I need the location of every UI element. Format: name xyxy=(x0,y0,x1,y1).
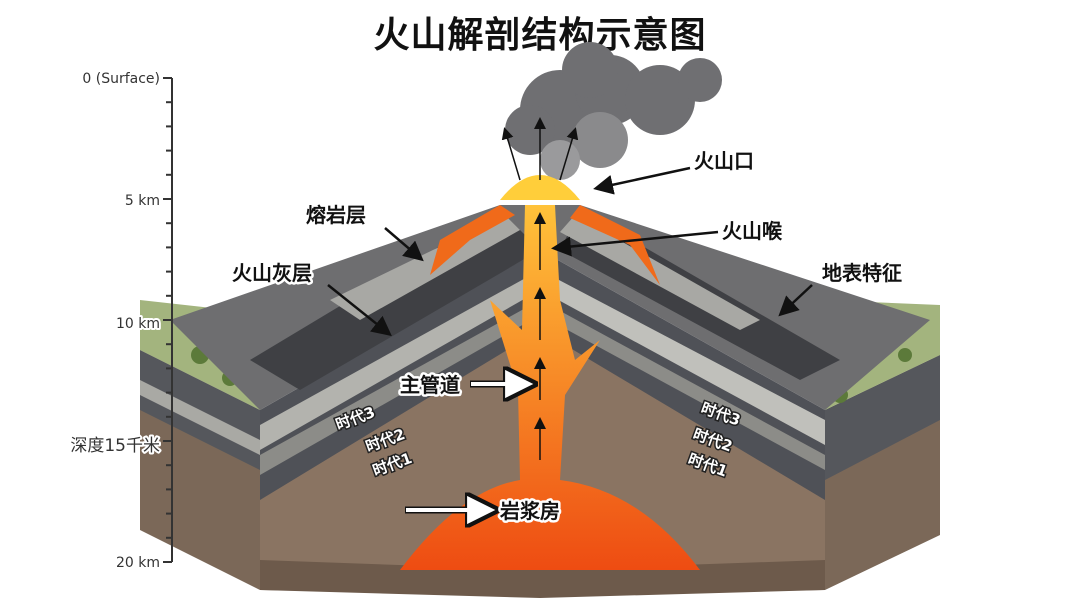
diagram-title: 火山解剖结构示意图 xyxy=(373,15,707,56)
axis-ticks xyxy=(163,77,172,563)
axis-label-0: 0 (Surface) xyxy=(82,71,160,87)
axis-label-15: 深度15千米 xyxy=(70,436,160,456)
label-main-conduit: 主管道 xyxy=(400,373,460,397)
magma-system xyxy=(400,117,700,570)
label-crater: 火山口 xyxy=(694,149,754,173)
depth-axis: 0 (Surface) 5 km 10 km 深度15千米 20 km xyxy=(68,69,173,573)
volcano-cone xyxy=(170,205,930,410)
axis-label-20: 20 km xyxy=(116,555,160,571)
callout-arrows xyxy=(327,166,813,337)
cross-section-block xyxy=(140,250,940,598)
axis-label-10: 10 km xyxy=(116,316,160,332)
label-lava-layer: 熔岩层 xyxy=(306,203,366,227)
label-ash-layer: 火山灰层 xyxy=(232,261,312,285)
label-throat: 火山喉 xyxy=(722,219,783,243)
label-magma-chamber: 岩浆房 xyxy=(499,499,560,523)
axis-label-5: 5 km xyxy=(125,193,160,209)
label-surface-features: 地表特征 xyxy=(822,261,902,285)
ash-cloud xyxy=(505,42,722,180)
